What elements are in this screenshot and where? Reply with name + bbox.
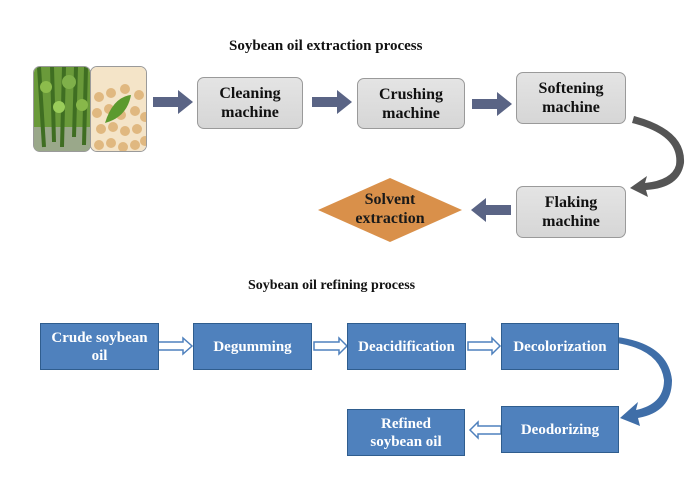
plant-image-icon <box>34 67 90 151</box>
crude-soybean-oil-step: Crude soybean oil <box>40 323 159 370</box>
softening-machine-step: Softening machine <box>516 72 626 124</box>
deodorizing-step: Deodorizing <box>501 406 619 453</box>
curved-arrow-blue-icon <box>617 337 672 426</box>
soybean-plant-photo <box>33 66 91 152</box>
hollow-arrow-left-icon <box>468 420 502 440</box>
soybeans-photo <box>90 66 147 152</box>
refining-title: Soybean oil refining process <box>248 278 416 293</box>
curved-arrow-gray-icon <box>630 116 685 197</box>
arrow-right-icon <box>312 90 352 114</box>
crushing-machine-step: Crushing machine <box>357 78 465 129</box>
arrow-right-icon <box>472 92 512 116</box>
hollow-arrow-right-icon <box>467 336 502 356</box>
solvent-extraction-step: Solvent extraction <box>355 191 425 227</box>
decolorization-step: Decolorization <box>501 323 619 370</box>
deacidification-step: Deacidification <box>347 323 466 370</box>
hollow-arrow-right-icon <box>313 336 349 356</box>
cleaning-machine-step: Cleaning machine <box>197 77 303 129</box>
arrow-right-icon <box>153 90 193 114</box>
hollow-arrow-right-icon <box>156 336 194 356</box>
arrow-left-icon <box>471 198 511 222</box>
extraction-title: Soybean oil extraction process <box>229 38 423 54</box>
degumming-step: Degumming <box>193 323 312 370</box>
diamond-shape <box>318 178 462 242</box>
flaking-machine-step: Flaking machine <box>516 186 626 238</box>
soybeans-image-icon <box>91 67 146 151</box>
refined-soybean-oil-step: Refined soybean oil <box>347 409 465 456</box>
